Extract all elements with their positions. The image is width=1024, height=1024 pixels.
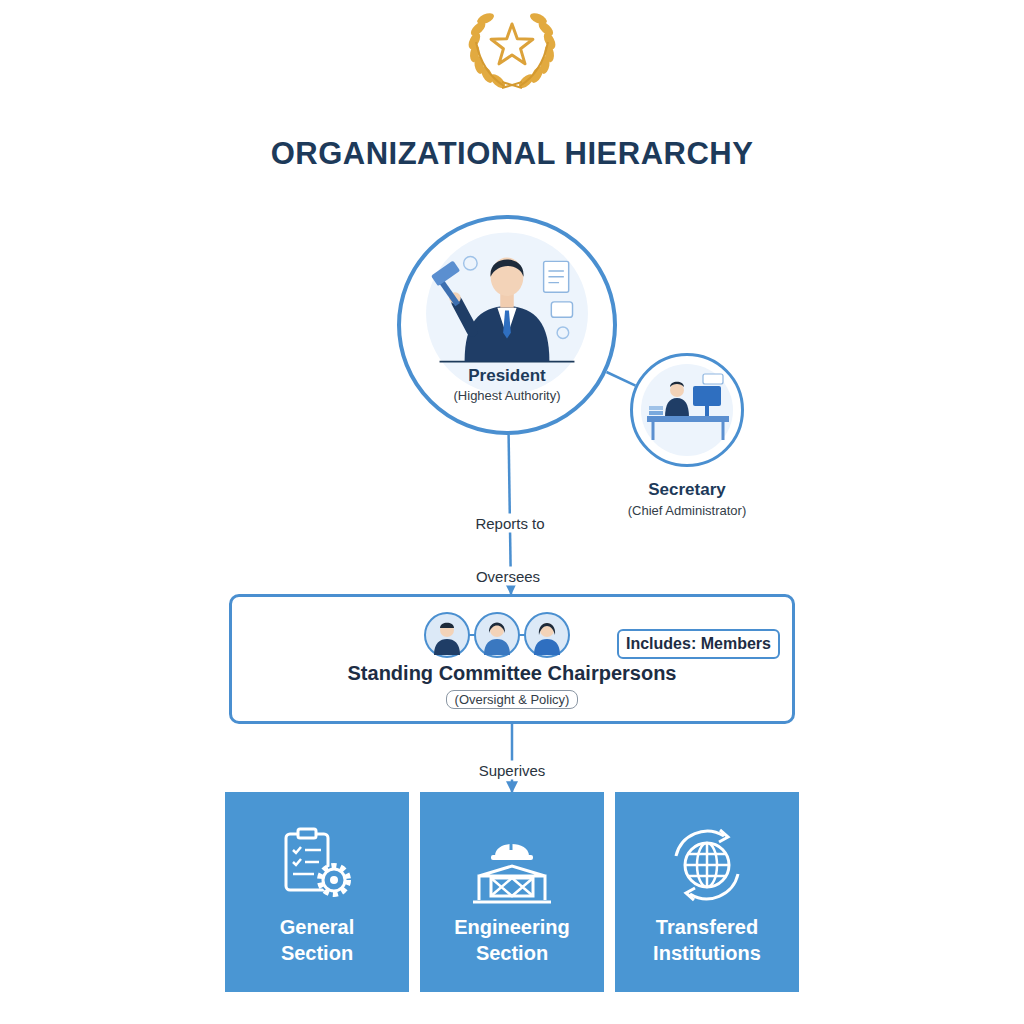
node-heading: Includes: Members	[626, 635, 771, 653]
drawing-part	[676, 831, 724, 856]
connector-arrow	[607, 372, 636, 386]
drawing-part	[534, 639, 560, 655]
drawing-part	[510, 842, 513, 850]
drawing-part	[551, 302, 572, 317]
drawing-part	[525, 613, 569, 657]
drawing-part	[320, 866, 348, 894]
drawing-part	[491, 878, 533, 896]
member-avatars	[422, 609, 572, 661]
drawing-part	[693, 386, 721, 406]
drawing-part	[548, 271, 563, 283]
drawing-part	[539, 623, 555, 635]
globe-icon	[662, 820, 752, 910]
drawing-part	[491, 855, 533, 860]
secretary-circle: Secretary(Chief Administrator)	[630, 353, 744, 467]
drawing-part	[473, 901, 551, 904]
drawing-part	[544, 261, 569, 292]
drawing-part	[705, 406, 709, 416]
drawing-part	[475, 613, 519, 657]
drawing-part	[686, 888, 695, 900]
drawing-part	[323, 869, 345, 891]
section-tile: General Section	[225, 792, 409, 992]
drawing-part	[489, 623, 505, 634]
laurel-emblem	[452, 2, 572, 97]
drawing-part	[431, 260, 460, 286]
node-heading: Transfered Institutions	[632, 914, 782, 966]
drawing-part	[703, 374, 723, 384]
drawing-part	[298, 829, 316, 838]
section-tile: Transfered Institutions	[615, 792, 799, 992]
node-caption: Secretary (Chief Administrator)	[628, 480, 746, 518]
drawing-part	[426, 232, 588, 394]
connector-arrow	[511, 724, 514, 792]
drawing-part	[425, 613, 469, 657]
edge-label: Superives	[474, 761, 551, 780]
committee-box: Standing Committee Chairpersons (Oversigh…	[229, 594, 795, 724]
drawing-part	[649, 406, 663, 410]
drawing-part	[557, 327, 569, 339]
drawing-part	[490, 259, 523, 276]
hardhat-bridge-icon	[467, 820, 557, 910]
node-heading: General Section	[247, 914, 387, 966]
drawing-part	[491, 258, 524, 297]
drawing-part	[690, 874, 738, 899]
drawing-part	[464, 257, 477, 270]
flow-label: Oversees	[471, 567, 545, 586]
drawing-part	[670, 382, 684, 387]
node-subtext: (Oversight & Policy)	[446, 690, 579, 709]
drawing-part	[434, 639, 460, 655]
node-subtext: (Highest Authority)	[454, 388, 561, 403]
drawing-part	[330, 876, 338, 884]
president-circle: President (Highest Authority)	[397, 215, 617, 435]
drawing-part	[491, 878, 533, 896]
drawing-part	[491, 24, 533, 64]
drawing-part	[457, 302, 472, 331]
drawing-part	[503, 311, 511, 339]
section-tile: Engineering Section	[420, 792, 604, 992]
drawing-part	[528, 11, 548, 27]
drawing-part	[440, 623, 454, 637]
node-subtext: (Chief Administrator)	[628, 503, 746, 518]
drawing-part	[293, 847, 321, 874]
edge-label: Reports to	[470, 514, 549, 533]
drawing-part	[466, 11, 558, 91]
drawing-part	[476, 42, 548, 88]
node-heading: Secretary	[628, 480, 746, 500]
drawing-part	[647, 416, 729, 422]
node-heading: Standing Committee Chairpersons	[348, 662, 677, 685]
node-heading: President	[468, 366, 545, 386]
diagram-title: ORGANIZATIONAL HIERARCHY	[0, 136, 1024, 172]
drawing-part	[641, 364, 733, 456]
drawing-part	[649, 411, 663, 415]
node-heading: Engineering Section	[442, 914, 582, 966]
drawing-part	[685, 843, 729, 887]
clipboard-gear-icon	[272, 820, 362, 910]
drawing-part	[665, 398, 689, 418]
members-tag: Includes: Members	[617, 629, 780, 659]
drawing-part	[476, 11, 496, 27]
drawing-part	[465, 306, 550, 362]
drawing-part	[685, 843, 729, 887]
drawing-part	[479, 866, 545, 900]
drawing-part	[719, 830, 728, 842]
drawing-part	[440, 623, 454, 628]
drawing-part	[653, 422, 723, 440]
drawing-part	[484, 639, 510, 655]
secretary-illustration	[633, 356, 741, 464]
